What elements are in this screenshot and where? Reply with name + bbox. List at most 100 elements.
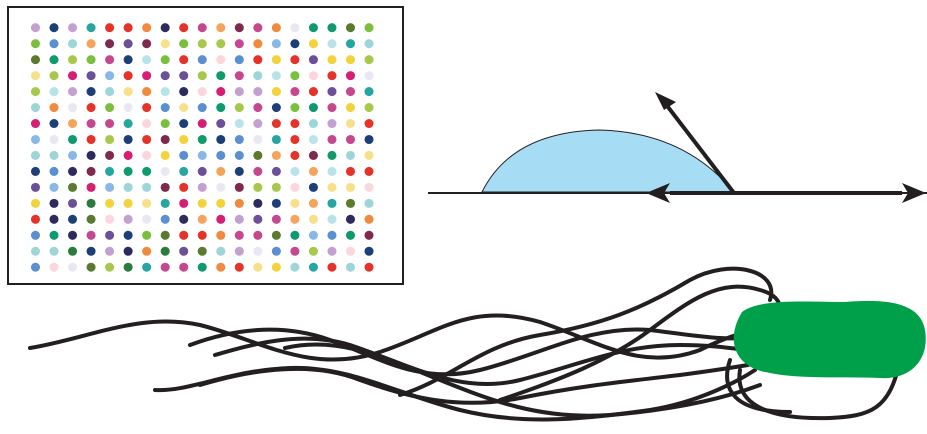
array-dot: [197, 134, 207, 145]
array-dot: [271, 118, 281, 129]
array-dot: [364, 87, 374, 97]
array-dot: [179, 182, 189, 192]
array-dot: [49, 246, 59, 256]
array-dot: [142, 214, 152, 224]
array-dot: [197, 23, 207, 33]
array-dot: [142, 230, 152, 240]
array-dot: [271, 39, 281, 49]
array-dot: [308, 246, 318, 256]
array-dot: [160, 198, 170, 208]
array-dot: [364, 246, 374, 256]
array-dot: [123, 87, 133, 97]
array-dot: [105, 230, 115, 240]
array-dot: [216, 134, 226, 145]
array-dot: [308, 230, 318, 240]
array-dot: [142, 39, 152, 49]
flagellum: [283, 342, 762, 418]
flagellum: [153, 365, 757, 422]
array-dot: [179, 150, 189, 160]
array-dot: [30, 103, 41, 113]
flagellum: [188, 327, 747, 377]
array-dot: [123, 262, 133, 272]
array-dot: [105, 198, 115, 208]
array-dot: [345, 134, 356, 145]
array-dot: [142, 166, 152, 176]
array-dot: [290, 262, 300, 272]
array-dot: [68, 39, 78, 49]
array-dot: [327, 134, 337, 145]
array-dot: [345, 262, 356, 272]
array-dot: [179, 166, 189, 176]
array-dot: [68, 103, 78, 113]
array-dot: [105, 214, 115, 224]
array-dot: [234, 39, 244, 49]
array-dot: [197, 182, 207, 192]
array-dot: [160, 71, 170, 81]
array-dot: [68, 262, 78, 272]
array-dot: [234, 230, 244, 240]
array-dot: [364, 166, 374, 176]
array-dot: [68, 87, 78, 97]
array-dot: [290, 150, 300, 160]
array-dot: [142, 103, 152, 113]
array-dot: [253, 214, 263, 224]
array-dot: [30, 118, 41, 129]
array-dot: [68, 134, 78, 145]
array-dot: [160, 230, 170, 240]
surface-arrow-right-head: [902, 183, 926, 203]
array-dot: [86, 214, 96, 224]
array-dot: [68, 198, 78, 208]
array-dot: [179, 118, 189, 129]
array-dot: [142, 262, 152, 272]
array-dot: [327, 150, 337, 160]
array-dot: [364, 23, 374, 33]
array-dot: [68, 182, 78, 192]
array-dot: [123, 246, 133, 256]
array-dot: [86, 246, 96, 256]
array-dot: [327, 198, 337, 208]
array-dot: [216, 39, 226, 49]
array-dot: [68, 230, 78, 240]
array-dot: [327, 23, 337, 33]
array-dot: [234, 23, 244, 33]
array-dot: [160, 150, 170, 160]
array-dot: [271, 134, 281, 145]
array-dot: [30, 150, 41, 160]
array-dot: [308, 87, 318, 97]
array-dot: [308, 262, 318, 272]
array-dot: [197, 55, 207, 65]
dot-array: [30, 23, 374, 272]
array-dot: [86, 166, 96, 176]
droplet-cap: [481, 129, 736, 193]
array-dot: [30, 198, 41, 208]
array-dot: [308, 55, 318, 65]
array-dot: [86, 55, 96, 65]
array-dot: [49, 71, 59, 81]
array-dot: [327, 55, 337, 65]
array-dot: [142, 118, 152, 129]
array-dot: [216, 118, 226, 129]
array-dot: [30, 230, 41, 240]
array-dot: [345, 103, 356, 113]
array-dot: [68, 166, 78, 176]
array-dot: [345, 87, 356, 97]
array-dot: [290, 103, 300, 113]
array-dot: [271, 262, 281, 272]
flagellum: [28, 313, 762, 362]
array-dot: [30, 39, 41, 49]
array-dot: [30, 182, 41, 192]
array-dot: [308, 150, 318, 160]
array-dot: [345, 55, 356, 65]
array-dot: [49, 166, 59, 176]
array-dot: [253, 71, 263, 81]
array-dot: [68, 23, 78, 33]
array-dot: [308, 134, 318, 145]
array-dot: [105, 166, 115, 176]
array-dot: [49, 198, 59, 208]
array-dot: [234, 166, 244, 176]
array-dot: [216, 55, 226, 65]
array-dot: [234, 198, 244, 208]
array-dot: [271, 55, 281, 65]
array-dot: [290, 118, 300, 129]
array-dot: [308, 23, 318, 33]
